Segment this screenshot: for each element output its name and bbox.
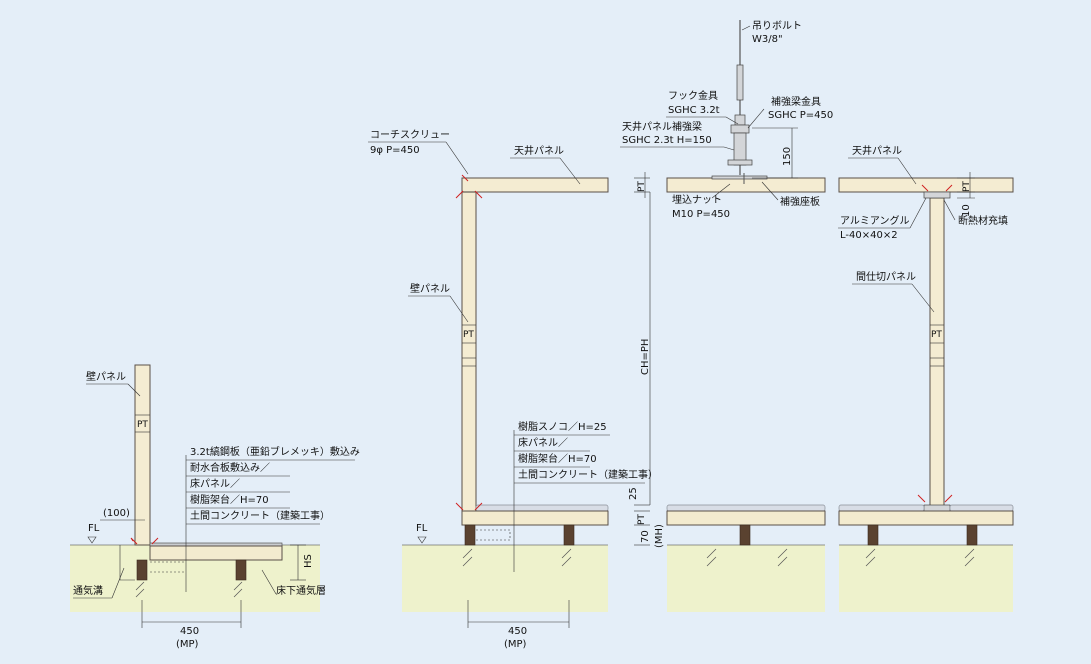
- left-dim-450: 450: [180, 626, 199, 637]
- mid-floor-note-4: 土間コンクリート（建築工事）: [518, 468, 658, 481]
- left-pt-label: PT: [137, 420, 148, 430]
- ceiling-panel-right-label: 天井パネル: [852, 144, 902, 157]
- left-offset-label: (100): [103, 508, 130, 519]
- ceiling-panel-right: [838, 177, 1014, 193]
- embedded-nut-label-2: M10 P=450: [672, 209, 730, 220]
- main-section: PT PT: [368, 20, 1014, 650]
- embedded-nut-label-1: 埋込ナット: [672, 194, 722, 206]
- ceiling-reinf-label-1: 天井パネル補強梁: [622, 120, 702, 133]
- dim-150: 150: [782, 147, 793, 166]
- left-mp-label: (MP): [176, 639, 199, 650]
- hook-label-2: SGHC 3.2t: [668, 105, 720, 116]
- ch-ph-label: CH=PH: [640, 339, 651, 375]
- mid-wall-panel: [461, 191, 477, 523]
- alu-angle-label-2: L-40×40×2: [840, 230, 898, 241]
- mid-wall-panel-label: 壁パネル: [410, 282, 450, 295]
- left-fl-label: FL: [88, 523, 100, 534]
- mid-fl-label: FL: [416, 523, 428, 534]
- underfloor-vent-label: 床下通気層: [276, 584, 326, 597]
- left-fl-mark: [87, 536, 97, 544]
- ceiling-reinf-label-2: SGHC 2.3t H=150: [622, 135, 712, 146]
- left-floor-note-1: 3.2t縞鋼板（亜鉛ブレメッキ）敷込み: [190, 445, 360, 458]
- ceiling-panel-mid: [666, 177, 826, 193]
- left-floor-note-3: 床パネル／: [190, 477, 240, 490]
- right-pt-label: PT: [931, 330, 942, 340]
- alu-angle-label-1: アルミアングル: [840, 214, 910, 227]
- hanging-bolt-label-1: 吊りボルト: [752, 20, 802, 32]
- partition-panel: [929, 197, 945, 509]
- hook-label-1: フック金具: [668, 89, 718, 102]
- dim-70: 70: [640, 530, 651, 543]
- coach-screw-label-1: コーチスクリュー: [370, 129, 450, 141]
- mid-mp-label: (MP): [504, 639, 527, 650]
- mid-floor-note-2: 床パネル／: [518, 436, 568, 449]
- reinf-plate-label: 補強座板: [780, 195, 820, 208]
- ceiling-panel-left-label: 天井パネル: [514, 144, 564, 157]
- mid-floor-note-1: 樹脂スノコ／H=25: [518, 420, 607, 433]
- dim-25: 25: [628, 487, 639, 500]
- hanging-bolt-assembly: [711, 20, 768, 184]
- ceiling-panel-left: [461, 177, 609, 193]
- left-post-1: [136, 559, 148, 581]
- left-post-2: [235, 559, 247, 581]
- mid-floor-panel: [461, 510, 609, 526]
- left-floor-note-5: 土間コンクリート（建築工事）: [190, 509, 330, 522]
- dim-10: 10: [961, 204, 972, 217]
- left-detail: PT FL (100) 壁パネル 3.2t縞鋼板（亜鉛ブレメッキ）敷込み: [70, 364, 360, 650]
- reinf-fitting-label-1: 補強梁金具: [771, 95, 821, 108]
- mid-post-2: [563, 524, 575, 546]
- right-ceiling-pt-dim: PT: [962, 181, 972, 192]
- mh-label: (MH): [654, 524, 665, 548]
- left-hs-label: HS: [303, 554, 314, 568]
- left-wall-panel-label: 壁パネル: [86, 370, 126, 383]
- mid-floor-note-3: 樹脂架台／H=70: [518, 452, 597, 465]
- alu-angle-top: [923, 191, 951, 199]
- reinf-fitting-label-2: SGHC P=450: [768, 110, 833, 121]
- floor-pt-dim: PT: [637, 514, 647, 525]
- left-floor-note-4: 樹脂架台／H=70: [190, 493, 269, 506]
- mid-post-1: [464, 524, 476, 546]
- mid-ground: [402, 545, 608, 612]
- mid-pt-label: PT: [463, 330, 474, 340]
- left-floor-panel: [149, 545, 283, 561]
- insulation-label: 断熱材充填: [958, 214, 1008, 227]
- alu-angle-bottom: [923, 504, 951, 512]
- left-wall-panel: [134, 364, 151, 546]
- coach-screw-label-2: 9φ P=450: [370, 145, 420, 156]
- vent-groove-label: 通気溝: [73, 584, 103, 597]
- partition-panel-label: 間仕切パネル: [856, 270, 916, 283]
- left-red-arrow-1: [130, 537, 138, 545]
- left-floor-note-2: 耐水合板敷込み／: [190, 461, 270, 474]
- hanging-bolt-label-2: W3/8": [752, 34, 783, 45]
- red-arrows: [455, 174, 953, 511]
- left-red-arrow-2: [151, 537, 159, 545]
- mid-dim-450: 450: [508, 626, 527, 637]
- ceiling-pt-dim: PT: [637, 181, 647, 192]
